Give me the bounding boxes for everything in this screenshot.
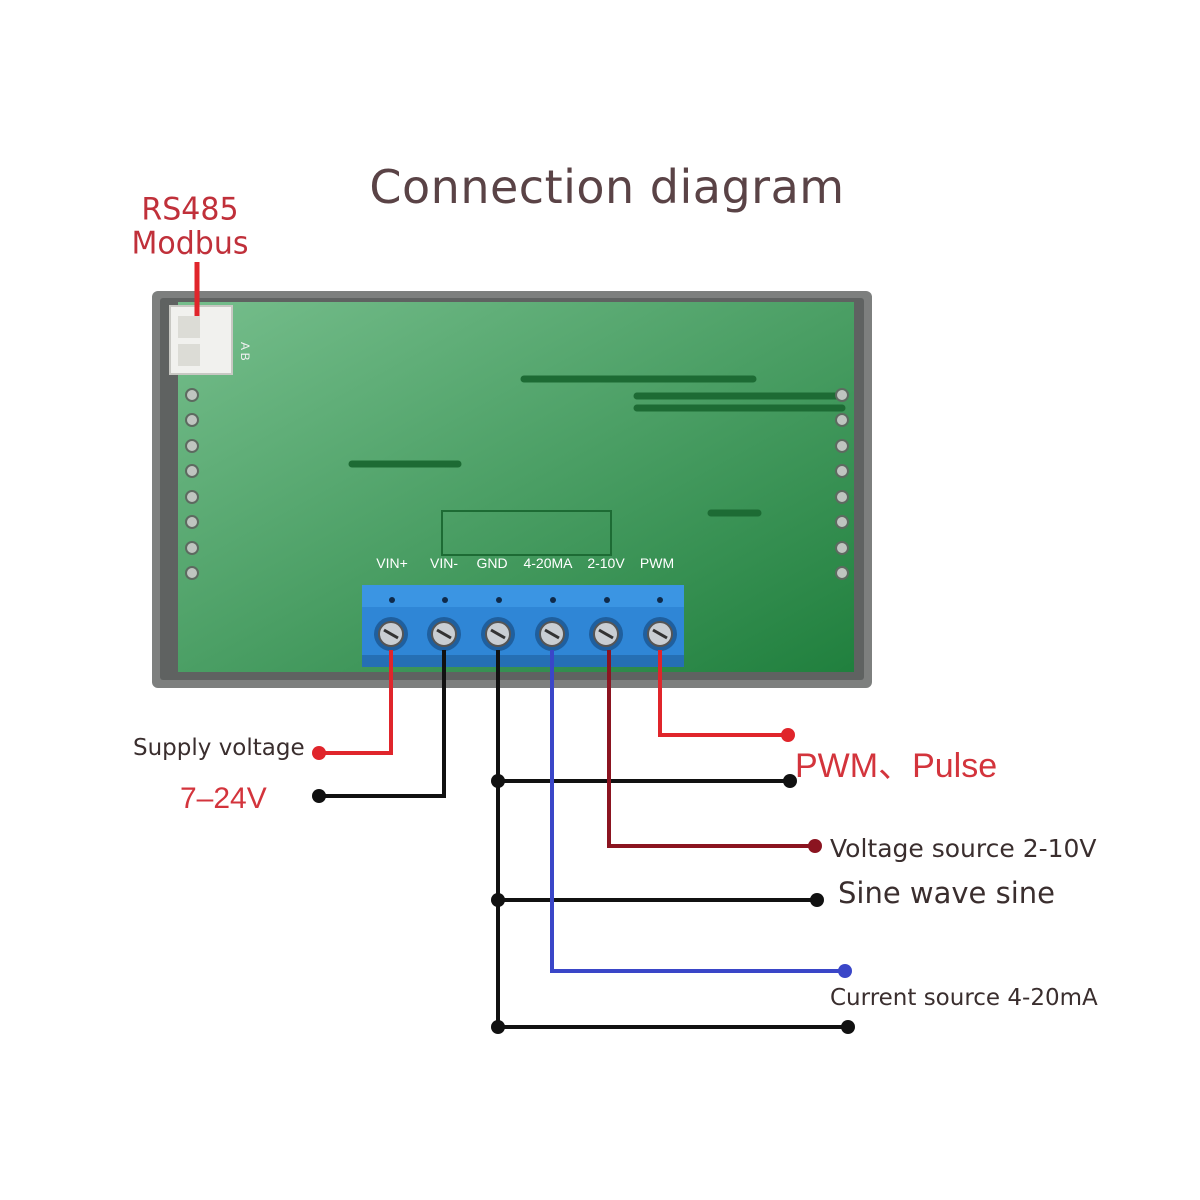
supply-range-label: 7–24V [180,782,267,815]
current-source-label: Current source 4-20mA [830,985,1098,1011]
pwm-pulse-label: PWM、Pulse [795,747,998,785]
wire-pwm [658,650,788,737]
wire-vin-minus [319,650,446,798]
supply-voltage-label: Supply voltage [133,735,305,761]
sine-wave-label: Sine wave sine [838,876,1056,910]
voltage-source-label: Voltage source 2-10V [830,834,1097,863]
terminal-label-pwm: PWM [640,555,674,571]
diagram-title: Connection diagram [369,160,845,214]
wire-4-20ma [550,650,845,973]
left-header-pins [185,388,199,580]
wire-endpoints [312,728,855,1034]
modbus-label: Modbus [131,225,249,262]
rs485-label: RS485 [141,191,239,228]
wire-vin-plus [319,650,393,755]
terminal-label-vin-plus: VIN+ [376,555,408,571]
terminal-label-vin-minus: VIN- [430,555,458,571]
pcb-traces [348,375,846,517]
terminal-label-4-20ma: 4-20MA [523,555,573,571]
terminal-label-gnd: GND [476,555,507,571]
wire-2-10v [607,650,815,848]
terminal-screws [374,617,677,651]
right-header-pins [835,388,849,580]
pcb-ic-footprint [441,510,612,556]
terminal-label-2-10v: 2-10V [587,555,625,571]
rs485-pin-labels: A B [238,342,252,361]
